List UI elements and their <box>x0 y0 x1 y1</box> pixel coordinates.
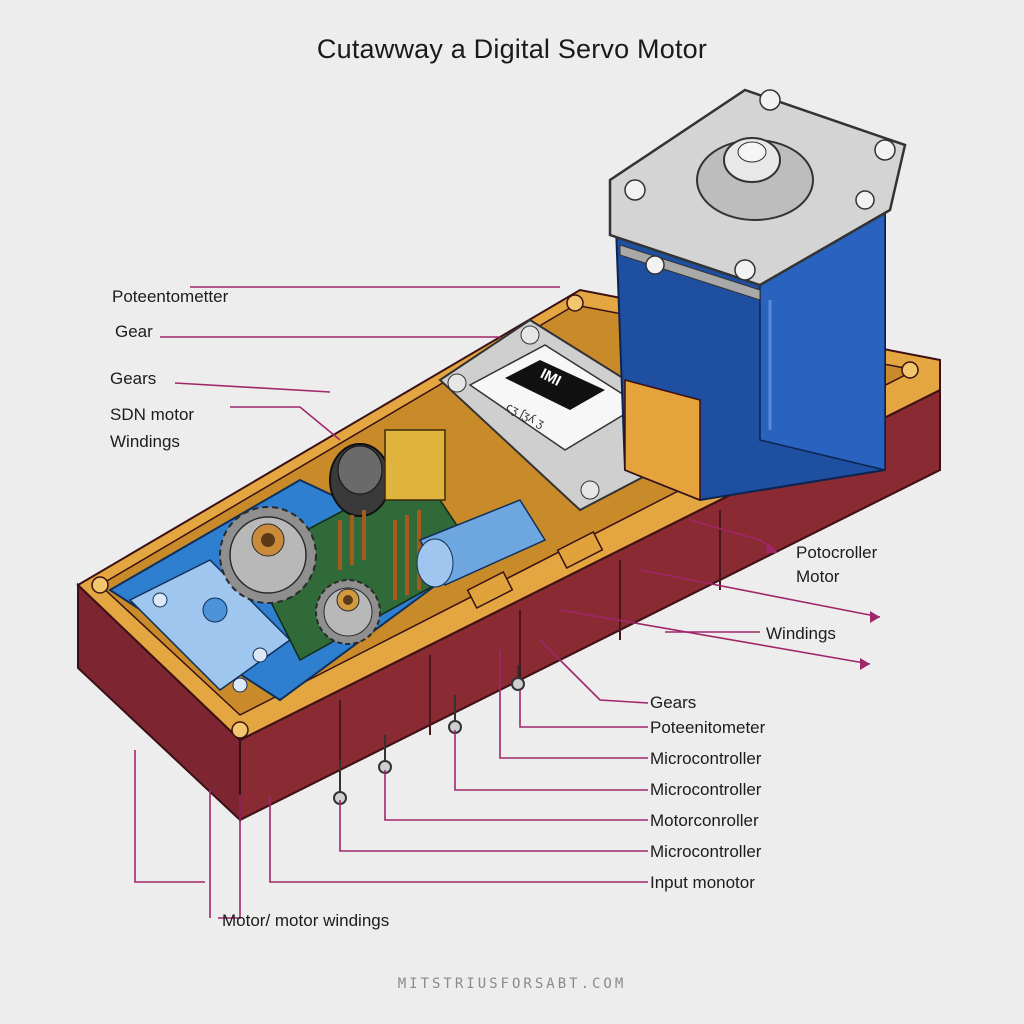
gear-pinion <box>329 429 446 517</box>
label-windings-right: Windings <box>766 624 836 643</box>
label-potentiometer-left: Poteentometter <box>112 287 229 306</box>
label-microcontroller-1: Microcontroller <box>650 749 762 768</box>
label-potentiometer-bottom: Poteenitometer <box>650 718 766 737</box>
gear-large <box>219 506 317 604</box>
small-dc-motor <box>416 499 547 588</box>
callout-lines <box>134 286 881 919</box>
label-gears-bottom: Gears <box>650 693 697 712</box>
label-potocontroller: Potocroller <box>796 543 878 562</box>
label-microcontroller-2: Microcontroller <box>650 780 762 799</box>
label-motor-windings-bottom: Motor/ motor windings <box>222 911 390 930</box>
label-motorcontroller: Motorconroller <box>650 811 759 830</box>
label-motor-right: Motor <box>796 567 840 586</box>
motor-flange <box>608 88 907 301</box>
label-gears-left: Gears <box>110 369 157 388</box>
label-gear-left: Gear <box>115 322 153 341</box>
gear-small <box>315 579 381 645</box>
footer-watermark: MITSTRIUSFORSABT.COM <box>397 976 627 992</box>
label-sdn-motor: SDN motor <box>110 405 195 424</box>
diagram-title: Cutawway a Digital Servo Motor <box>316 34 708 64</box>
label-windings-left: Windings <box>110 432 180 451</box>
copper-coil <box>338 510 421 600</box>
label-input-monitor: Input monotor <box>650 873 755 892</box>
label-microcontroller-3: Microcontroller <box>650 842 762 861</box>
connector-pins <box>333 665 525 805</box>
